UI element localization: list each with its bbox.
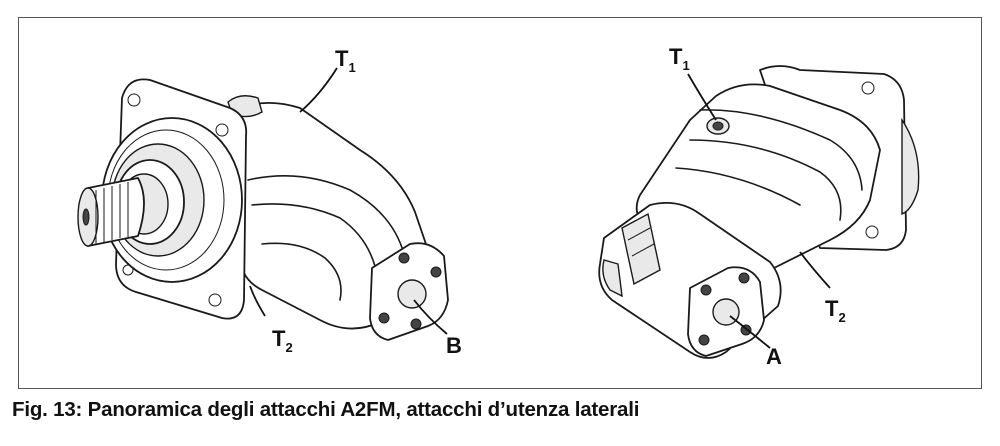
leader-right-a <box>729 315 771 349</box>
label-right-t2: T2 <box>825 296 846 325</box>
leader-right-t1 <box>687 73 717 121</box>
label-left-t2: T2 <box>272 326 293 355</box>
leader-left-t2 <box>249 285 266 317</box>
label-right-t1: T1 <box>669 44 690 73</box>
right-motor-drawing <box>598 65 920 359</box>
leader-right-t2 <box>799 251 831 289</box>
figure-caption: Fig. 13: Panoramica degli attacchi A2FM,… <box>12 398 640 421</box>
motor-illustration: T1 T2 B T1 T2 A <box>77 44 920 369</box>
label-left-b: B <box>446 333 462 358</box>
left-motor-drawing <box>77 78 449 341</box>
leader-left-t1 <box>299 67 338 113</box>
label-right-a: A <box>766 344 782 369</box>
label-left-t1: T1 <box>335 46 356 75</box>
leader-left-b <box>413 299 448 335</box>
